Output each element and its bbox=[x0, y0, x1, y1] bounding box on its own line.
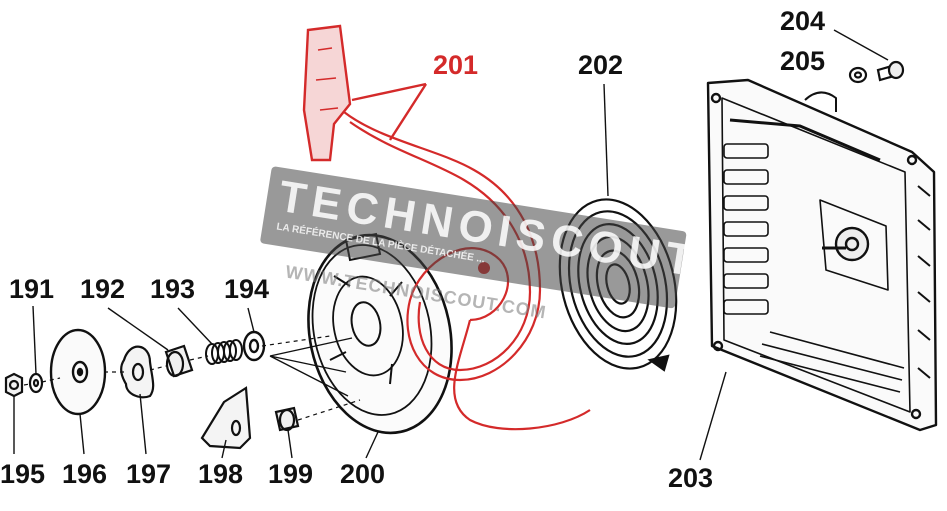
callout-205: 205 bbox=[780, 46, 826, 76]
screw-204 bbox=[876, 60, 905, 82]
callout-192: 192 bbox=[80, 274, 126, 304]
callout-202: 202 bbox=[578, 50, 624, 80]
callout-196: 196 bbox=[62, 459, 108, 489]
pulley-200 bbox=[307, 232, 453, 435]
callout-203: 203 bbox=[668, 463, 714, 493]
nut-195 bbox=[4, 372, 24, 398]
washer-191 bbox=[28, 372, 44, 394]
callout-194: 194 bbox=[224, 274, 270, 304]
leader-lines-201 bbox=[351, 82, 428, 141]
spring-clip-197 bbox=[120, 345, 155, 399]
callout-193: 193 bbox=[150, 274, 196, 304]
disc-196 bbox=[49, 328, 107, 416]
callout-199: 199 bbox=[268, 459, 314, 489]
bushing-199 bbox=[274, 406, 300, 432]
callout-201: 201 bbox=[433, 50, 479, 80]
callout-197: 197 bbox=[126, 459, 172, 489]
washer-194 bbox=[242, 330, 266, 362]
bushing-192 bbox=[164, 344, 194, 378]
callout-200: 200 bbox=[340, 459, 386, 489]
callout-198: 198 bbox=[198, 459, 244, 489]
spiral-spring-202 bbox=[558, 198, 678, 372]
callout-204: 204 bbox=[780, 6, 826, 36]
housing-203 bbox=[706, 78, 938, 432]
washer-205 bbox=[848, 66, 868, 84]
pawl-198 bbox=[200, 386, 252, 450]
callout-191: 191 bbox=[9, 274, 55, 304]
explosion-axis bbox=[23, 335, 361, 421]
callout-195: 195 bbox=[0, 459, 46, 489]
